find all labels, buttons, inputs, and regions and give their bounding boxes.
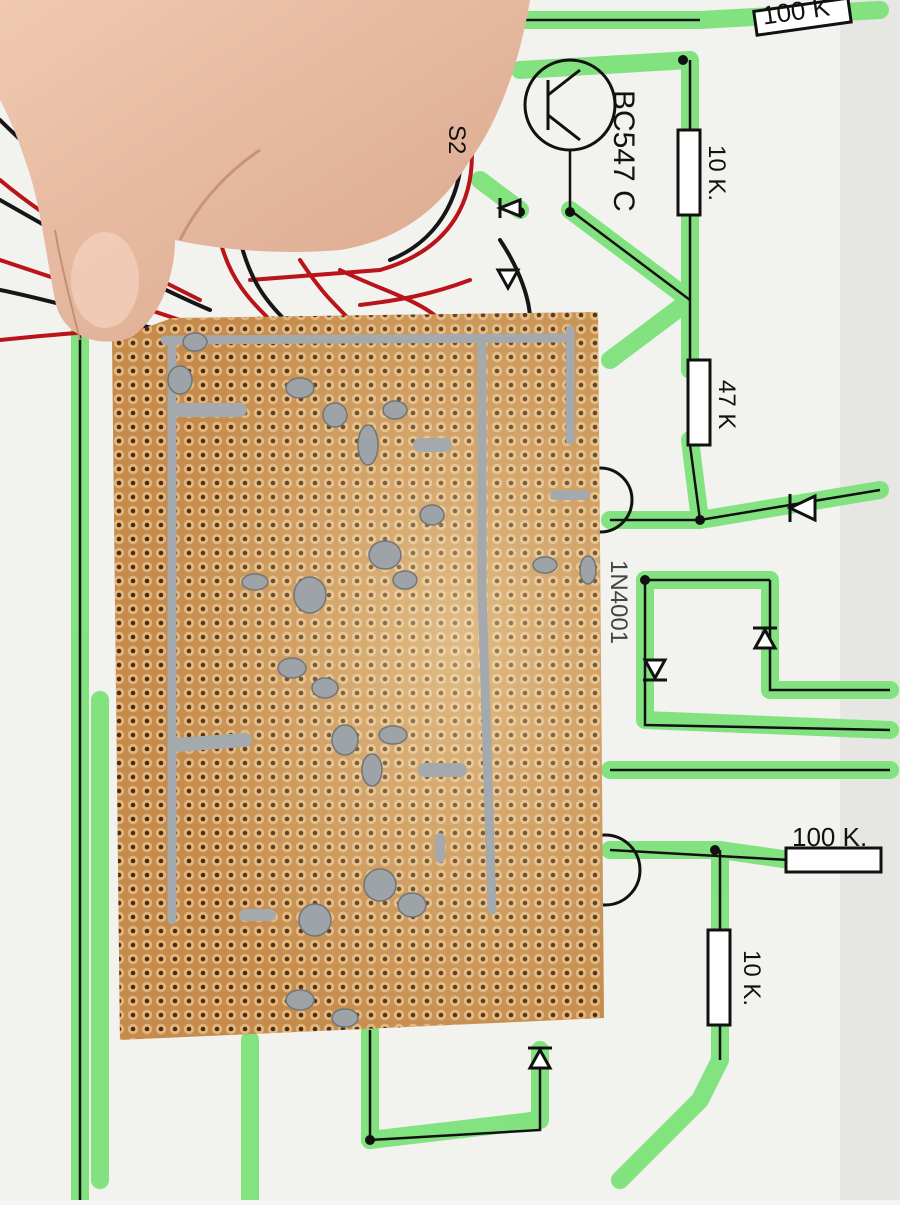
label-resistor-100k-bottom: 100 K. xyxy=(792,822,868,852)
label-resistor-10k-bottom: 10 K. xyxy=(738,950,765,1007)
label-resistor-10k-top: 10 K. xyxy=(703,145,730,202)
label-diode-1n4001: 1N4001 xyxy=(605,560,632,645)
stripboard xyxy=(112,312,604,1040)
solder-blobs xyxy=(167,332,597,1028)
junction-dots xyxy=(365,55,720,1145)
resistors xyxy=(676,0,883,1027)
label-s2: S2 xyxy=(443,125,470,155)
diodes xyxy=(495,197,817,1070)
label-transistor-bc547c: BC547 C xyxy=(607,90,640,212)
label-resistor-47k: 47 K xyxy=(713,380,740,430)
hand xyxy=(0,0,530,342)
solder-joints xyxy=(160,325,590,925)
